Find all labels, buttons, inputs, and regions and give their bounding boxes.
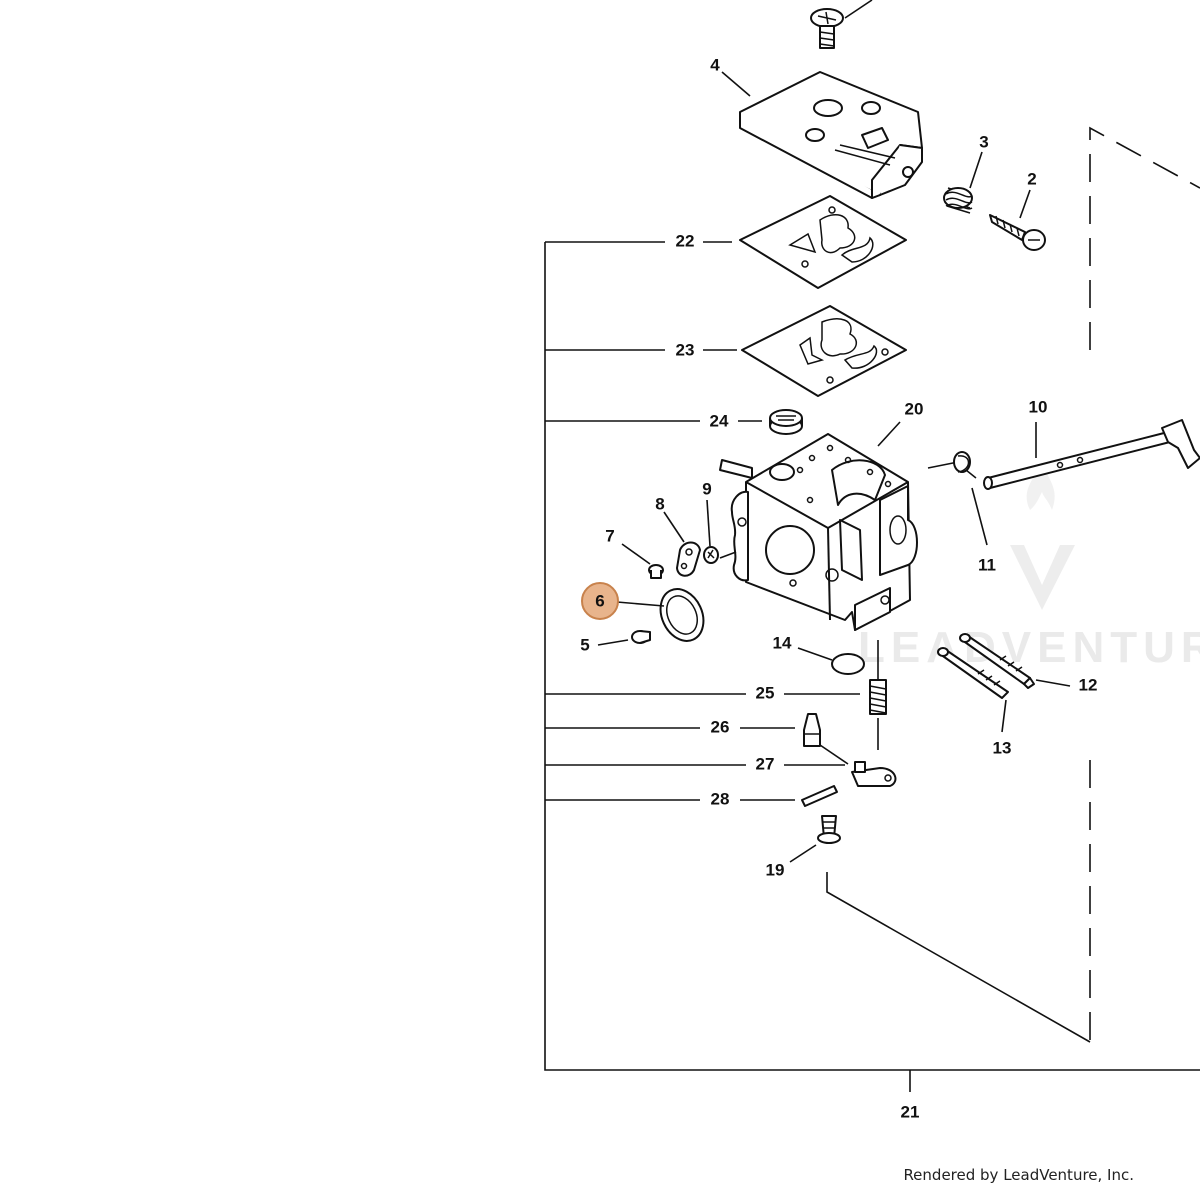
part-spring — [943, 187, 973, 214]
part-plate-8 — [676, 541, 701, 577]
callout-14[interactable]: 14 — [773, 633, 792, 652]
part-screw-top — [810, 0, 873, 49]
callout-23[interactable]: 23 — [676, 340, 695, 359]
part-disk-6 — [659, 588, 705, 642]
part-adjust-screw — [989, 214, 1046, 251]
callout-28[interactable]: 28 — [711, 789, 730, 808]
callout-26[interactable]: 26 — [711, 717, 730, 736]
part-oring-14 — [831, 653, 865, 675]
callout-25[interactable]: 25 — [756, 683, 775, 702]
callout-27[interactable]: 27 — [756, 754, 775, 773]
callout-2[interactable]: 2 — [1027, 169, 1036, 188]
part-pin-28 — [801, 785, 838, 807]
leader-lines — [597, 71, 1071, 863]
part-spring-25 — [869, 679, 887, 715]
part-diaphragm-23 — [741, 305, 907, 397]
callout-5[interactable]: 5 — [580, 635, 589, 654]
callout-13[interactable]: 13 — [993, 738, 1012, 757]
callout-10[interactable]: 10 — [1029, 397, 1048, 416]
part-needle-13 — [937, 647, 1009, 699]
callout-9[interactable]: 9 — [702, 479, 711, 498]
part-needle-12 — [959, 633, 1035, 689]
callout-20[interactable]: 20 — [905, 399, 924, 418]
part-carburetor-body — [719, 433, 918, 631]
guide-lines — [826, 126, 1200, 1043]
callout-22[interactable]: 22 — [676, 231, 695, 250]
callout-11[interactable]: 11 — [978, 555, 996, 574]
render-credit: Rendered by LeadVenture, Inc. — [903, 1166, 1134, 1184]
callout-8[interactable]: 8 — [655, 494, 664, 513]
callout-21[interactable]: 21 — [901, 1102, 920, 1121]
callout-19[interactable]: 19 — [766, 860, 785, 879]
callout-24[interactable]: 24 — [710, 411, 729, 430]
part-filter-screen — [769, 409, 803, 435]
selected-callout-highlight — [581, 582, 619, 620]
callout-3[interactable]: 3 — [979, 132, 988, 151]
part-pump-cover — [739, 71, 923, 199]
part-screw-5 — [631, 630, 651, 644]
part-screw-7 — [648, 564, 664, 579]
part-screw-19 — [817, 815, 841, 844]
callout-12[interactable]: 12 — [1079, 675, 1098, 694]
part-throttle-spring — [927, 451, 977, 479]
assembly-bracket — [544, 241, 1200, 1092]
watermark-logo: LEADVENTURE — [858, 462, 1200, 672]
watermark-text: LEADVENTURE — [858, 623, 1200, 672]
part-gasket-22 — [739, 195, 907, 289]
callout-7[interactable]: 7 — [605, 526, 614, 545]
part-clip-9 — [703, 546, 719, 564]
callout-6[interactable]: 6 — [595, 591, 604, 610]
part-throttle-shaft — [983, 419, 1200, 490]
part-lever-27 — [851, 761, 897, 787]
part-inlet-needle — [803, 713, 821, 747]
callout-4[interactable]: 4 — [710, 55, 720, 74]
callout-labels: 2 3 4 5 6 7 8 9 10 11 12 13 14 19 20 21 … — [580, 55, 1097, 1121]
